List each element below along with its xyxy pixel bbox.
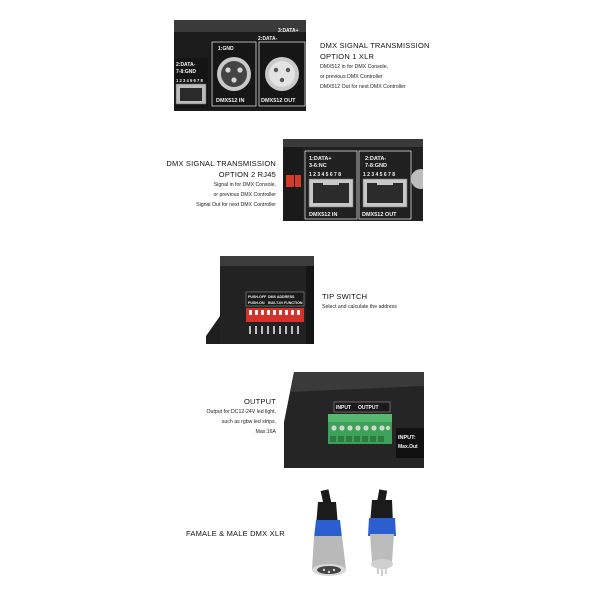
label-left-b: 7-8:GND xyxy=(176,69,196,75)
output-terminal-photo: INPUT OUTPUT INPUT: Max.Out xyxy=(284,372,424,468)
caption-tip-line-1: Select and calculate the address xyxy=(322,304,397,310)
caption-rj45-line-2: or previous DMX Controller xyxy=(213,192,276,198)
caption-output: OUTPUT Output for DC12-24V led light, su… xyxy=(150,396,277,437)
label-top-mid: 2:DATA- xyxy=(258,36,278,42)
label-rj-pins-out: 1 2 3 4 5 6 7 8 xyxy=(363,172,395,178)
label-side: INPUT: xyxy=(398,435,416,441)
label-left-a: 2:DATA- xyxy=(176,62,196,68)
caption-rj45: DMX SIGNAL TRANSMISSION OPTION 2 RJ45 Si… xyxy=(140,158,276,210)
label-output: OUTPUT xyxy=(358,405,379,411)
label-dmx-address: DMX ADDRESS xyxy=(268,295,295,299)
caption-rj45-line-1: Signal in for DMX Console, xyxy=(213,182,276,188)
caption-output-line-1: Output for DC12-24V led light, xyxy=(206,409,277,415)
caption-xlr-title-1: DMX SIGNAL TRANSMISSION xyxy=(320,41,430,50)
male-xlr-connector xyxy=(368,489,396,576)
label-push-off: PUSH-OFF xyxy=(248,295,267,299)
caption-xlr-line-2: or previous DMX Controller xyxy=(320,74,383,80)
label-rj-left-a: 1:DATA+ xyxy=(309,156,332,162)
caption-output-line-2: such as rgbw led strips. xyxy=(221,419,276,425)
label-rj-right-a: 2:DATA- xyxy=(365,156,386,162)
label-top-left: 1:GND xyxy=(218,46,234,52)
rj45-controller-photo: 1:DATA+ 3-6:NC 2:DATA- 7-8:GND 1 2 3 4 5… xyxy=(283,139,423,221)
caption-tip-title: TIP SWITCH xyxy=(322,292,368,301)
caption-connectors-title: FAMALE & MALE DMX XLR xyxy=(186,529,285,538)
caption-xlr: DMX SIGNAL TRANSMISSION OPTION 1 XLR DMX… xyxy=(320,40,460,92)
caption-output-line-3: Max.16A xyxy=(255,429,276,435)
label-built-in: BUILT-IN FUNCTION xyxy=(268,301,303,305)
label-rj-pins-in: 1 2 3 4 5 6 7 8 xyxy=(309,172,341,178)
female-xlr-connector xyxy=(312,489,346,576)
xlr-controller-photo: 2:DATA- 7-8:GND 1 2 3 4 5 6 7 8 1:GND 2:… xyxy=(174,20,306,111)
label-rj-right-b: 7-8:GND xyxy=(365,163,387,169)
xlr-connectors-photo xyxy=(300,486,410,582)
label-rj-in: DMX512 IN xyxy=(309,212,337,218)
caption-rj45-title-1: DMX SIGNAL TRANSMISSION xyxy=(166,159,276,168)
caption-output-title: OUTPUT xyxy=(243,397,276,406)
caption-xlr-line-1: DMX512 in for DMX Console, xyxy=(320,64,389,70)
caption-rj45-title-2: OPTION 2 RJ45 xyxy=(218,170,276,179)
dip-switch-photo: PUSH-OFF PUSH-ON DMX ADDRESS BUILT-IN FU… xyxy=(206,256,314,344)
label-input: INPUT xyxy=(336,405,351,411)
label-push-on: PUSH-ON xyxy=(248,301,265,305)
label-dmx-in: DMX512 IN xyxy=(216,98,244,104)
label-top-right: 3:DATA+ xyxy=(278,28,299,34)
caption-rj45-line-3: Signal Out for next DMX Controller xyxy=(196,202,276,208)
label-side-2: Max.Out xyxy=(398,444,418,450)
label-rj-left-b: 3-6:NC xyxy=(309,163,327,169)
caption-tip-switch: TIP SWITCH Select and calculate the addr… xyxy=(322,291,462,312)
caption-xlr-line-3: DMX512 Out for next DMX Controller xyxy=(320,84,406,90)
label-dmx-out: DMX512 OUT xyxy=(261,98,296,104)
caption-xlr-title-2: OPTION 1 XLR xyxy=(320,52,375,61)
caption-connectors: FAMALE & MALE DMX XLR xyxy=(186,528,306,539)
label-left-c: 1 2 3 4 5 6 7 8 xyxy=(176,78,203,83)
label-rj-out: DMX512 OUT xyxy=(362,212,397,218)
